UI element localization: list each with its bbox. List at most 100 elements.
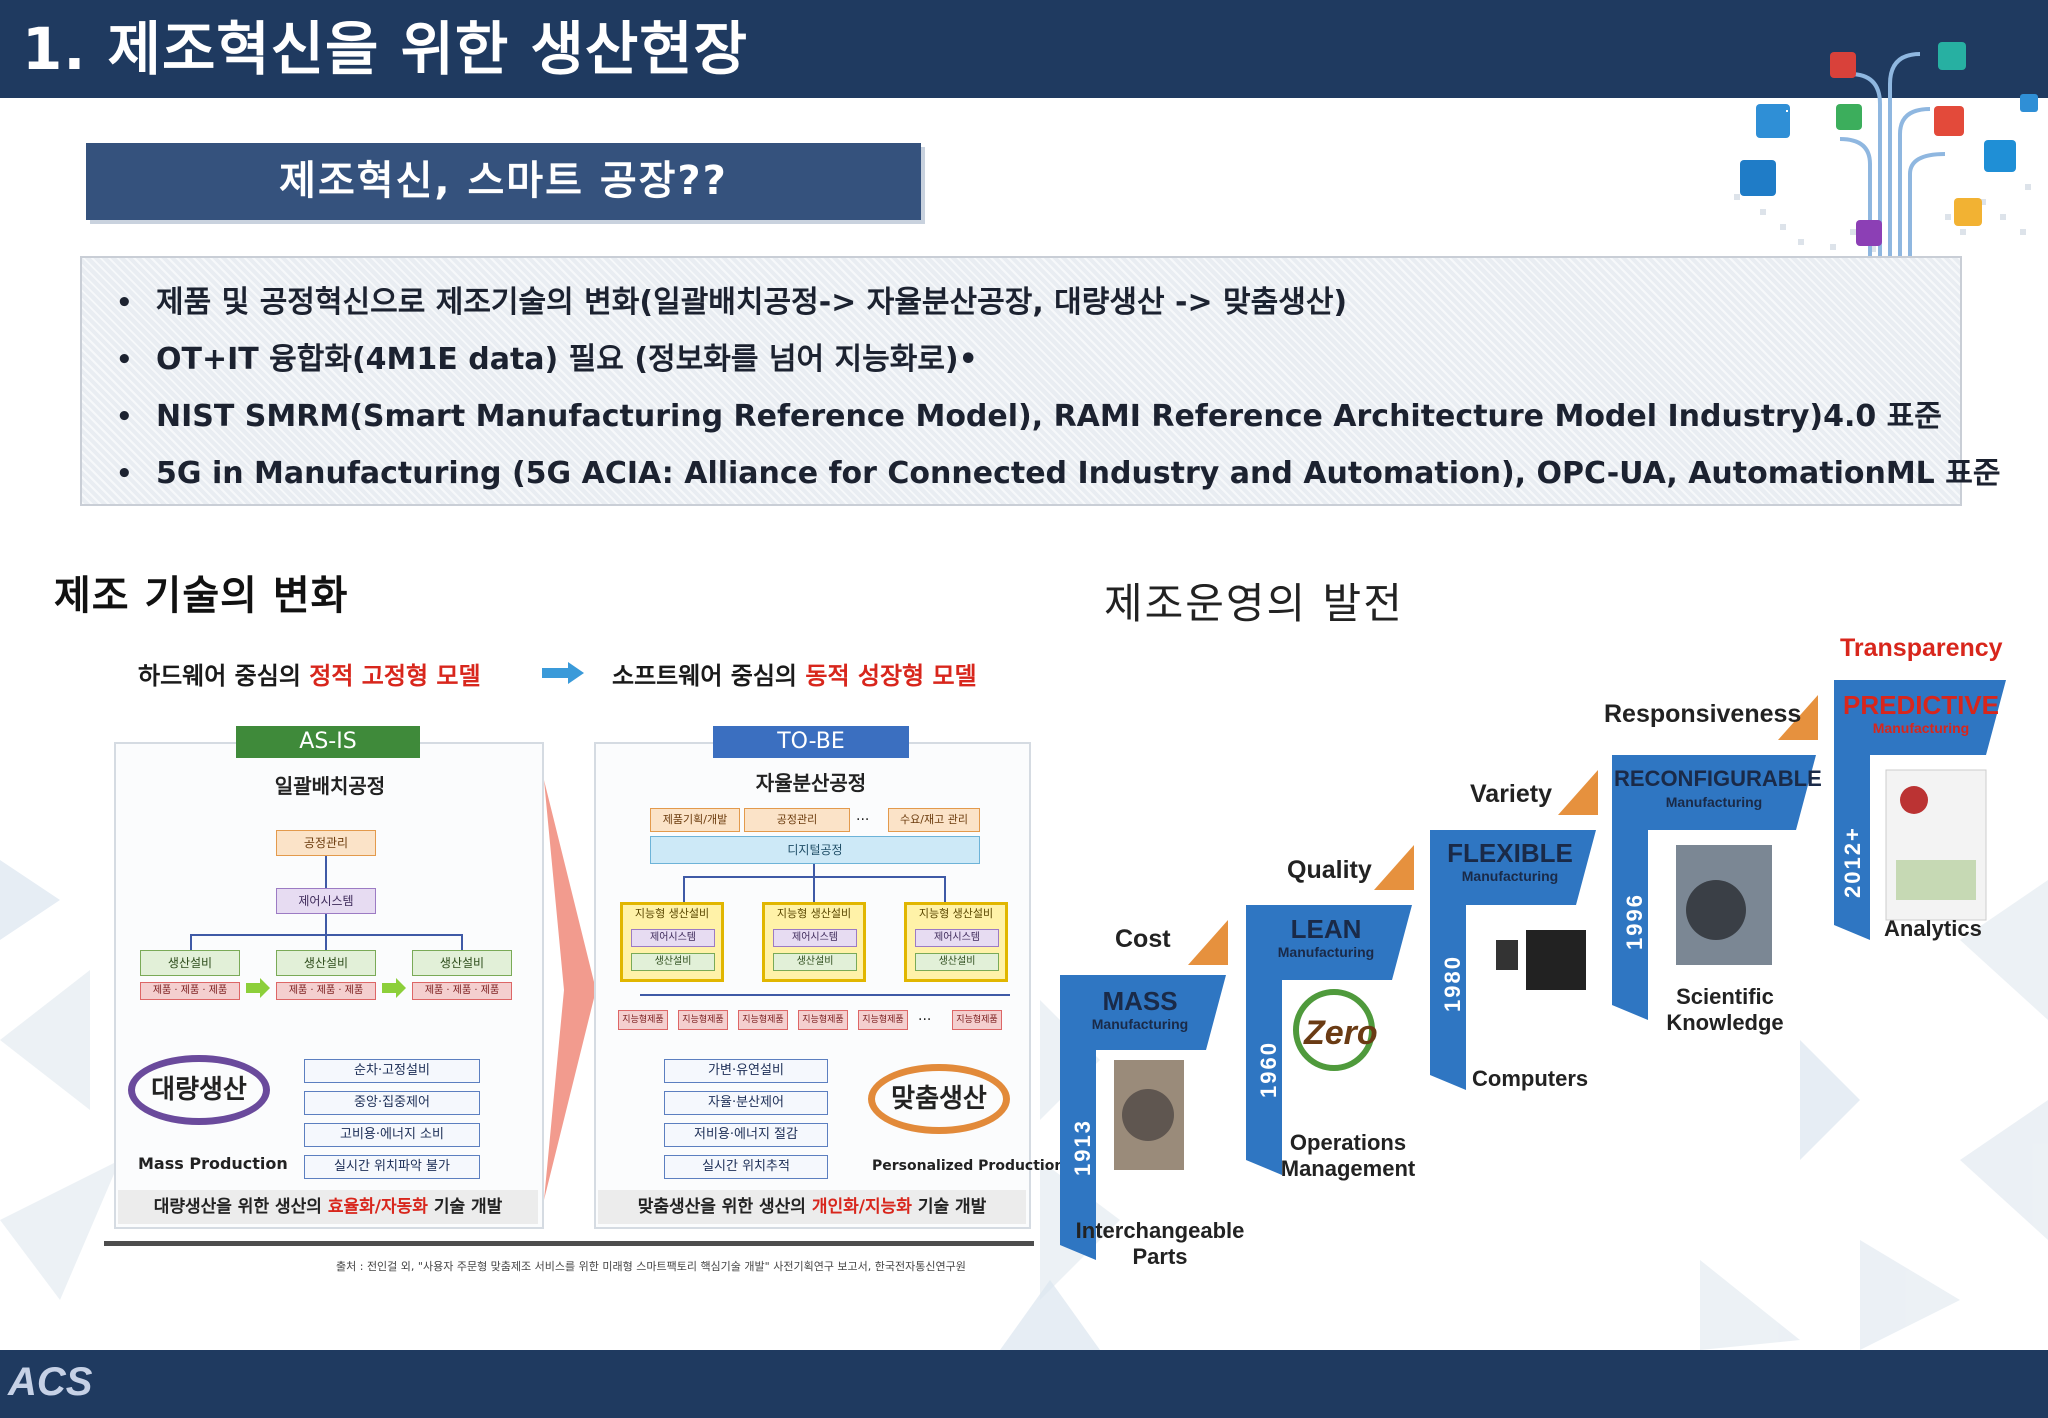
step-driver: Quality	[1287, 856, 1372, 884]
feature-item: 실시간 위치파악 불가	[304, 1155, 480, 1179]
digital-process-bar: 디지털공정	[650, 836, 980, 864]
software-model-headline: 소프트웨어 중심의 동적 성장형 모델	[612, 656, 977, 691]
smart-equipment-unit: 지능형 생산설비 제어시스템 생산설비	[620, 902, 724, 982]
headline-highlight: 정적 고정형 모델	[309, 662, 481, 690]
zero-waste-image	[1293, 989, 1375, 1071]
chat-icon	[1938, 42, 1966, 70]
flow-arrow-icon	[382, 978, 406, 998]
step-title: PREDICTIVE	[1842, 690, 2000, 720]
zero-waste-badge: Zero	[1304, 1014, 1378, 1052]
smart-product-box: 지능형제품	[618, 1010, 668, 1030]
bullet-marker: •	[116, 402, 133, 432]
top-function-box: 수요/재고 관리	[888, 808, 980, 832]
product-row: 제품 · 제품 · 제품	[140, 982, 240, 1000]
mass-production-ellipse: 대량생산	[128, 1055, 270, 1125]
subtitle-text: 제조혁신, 스마트 공장??	[279, 158, 728, 204]
step-year: 1980	[1440, 955, 1465, 1012]
distributed-process-label: 자율분산공정	[755, 771, 867, 795]
bullet-item: • OT+IT 융합화(4M1E data) 필요 (정보화를 넘어 지능화로)…	[116, 335, 1946, 385]
equipment-box: 생산설비	[140, 950, 240, 976]
step-year: 1960	[1256, 1041, 1281, 1098]
app-icon-tree-graphic	[1734, 42, 2038, 264]
bullet-text: 5G in Manufacturing (5G ACIA: Alliance f…	[156, 456, 2001, 491]
right-arrow-icon	[542, 662, 584, 684]
equipment-box: 생산설비	[276, 950, 376, 976]
step-driver: Responsiveness	[1604, 700, 1802, 728]
step-driver: Variety	[1470, 780, 1553, 808]
flow-arrow-icon	[246, 978, 270, 998]
step-year: 2012+	[1840, 826, 1865, 898]
bullet-text: 제품 및 공정혁신으로 제조기술의 변화(일괄배치공정-> 자율분산공장, 대량…	[156, 285, 1348, 320]
step-subtitle: Manufacturing	[1461, 868, 1559, 884]
video-icon	[1984, 140, 2016, 172]
manufacturing-tech-change-title: 제조 기술의 변화	[54, 573, 349, 619]
bullet-marker: •	[116, 288, 133, 318]
bullet-marker: •	[116, 345, 133, 375]
equipment-box: 생산설비	[412, 950, 512, 976]
smart-product-box: 지능형제품	[678, 1010, 728, 1030]
step-driver: Cost	[1115, 925, 1171, 953]
step-year: 1913	[1070, 1119, 1095, 1176]
step-subtitle: Manufacturing	[1277, 944, 1375, 960]
feature-item: 저비용·에너지 절감	[664, 1123, 828, 1147]
feature-item: 순차·고정설비	[304, 1059, 480, 1083]
slide-title: 1. 제조혁신을 위한 생산현장	[22, 15, 748, 83]
step-label: Analytics	[1884, 916, 1982, 941]
bullet-text: OT+IT 융합화(4M1E data) 필요 (정보화를 넘어 지능화로)•	[156, 342, 978, 377]
feature-item: 중앙·집중제어	[304, 1091, 480, 1115]
subtitle-banner: 제조혁신, 스마트 공장??	[86, 143, 921, 220]
computer-image	[1496, 930, 1586, 990]
camera-icon	[1856, 220, 1882, 246]
acs-logo: ACS	[8, 1360, 93, 1404]
bullet-marker: •	[116, 459, 133, 489]
step-driver: Transparency	[1840, 634, 2003, 662]
process-management-box: 공정관리	[276, 830, 376, 856]
control-system-box: 제어시스템	[276, 888, 376, 914]
feature-item: 가변·유연설비	[664, 1059, 828, 1083]
ellipsis-text: ...	[856, 808, 870, 824]
bullet-item: • NIST SMRM(Smart Manufacturing Referenc…	[116, 392, 1946, 442]
title-bar	[0, 0, 2048, 98]
batch-process-label: 일괄배치공정	[274, 774, 386, 798]
as-is-tag: AS-IS	[236, 726, 420, 758]
step-subtitle: Manufacturing	[1091, 1016, 1189, 1032]
mail-icon	[1954, 198, 1982, 226]
document-icon	[1740, 160, 1776, 196]
step-subtitle: Manufacturing	[1872, 720, 1970, 736]
smart-product-box: 지능형제품	[858, 1010, 908, 1030]
smart-equipment-unit: 지능형 생산설비 제어시스템 생산설비	[762, 902, 866, 982]
machine-image	[1676, 845, 1772, 965]
tablet-icon	[1756, 104, 1790, 138]
smart-equipment-unit: 지능형 생산설비 제어시스템 생산설비	[904, 902, 1008, 982]
feature-item: 고비용·에너지 소비	[304, 1123, 480, 1147]
smart-product-box: 지능형제품	[798, 1010, 848, 1030]
ellipsis-text: ...	[918, 1008, 932, 1024]
leaf-icon	[1836, 104, 1862, 130]
source-citation: 출처 : 전인걸 외, "사용자 주문형 맞춤제조 서비스를 위한 미래형 스마…	[336, 1260, 966, 1273]
headline-highlight: 동적 성장형 모델	[805, 662, 977, 690]
step-subtitle: Manufacturing	[1665, 794, 1763, 810]
top-function-box: 공정관리	[744, 808, 850, 832]
headline-text: 소프트웨어 중심의	[612, 662, 806, 690]
step-year: 1996	[1622, 893, 1647, 950]
clock-icon	[1934, 106, 1964, 136]
analytics-image	[1885, 769, 1987, 921]
manufacturing-ops-evolution-title: 제조운영의 발전	[1104, 579, 1404, 628]
mass-production-caption: Mass Production	[138, 1154, 288, 1173]
top-function-box: 제품기획/개발	[650, 808, 740, 832]
custom-production-ellipse: 맞춤생산	[868, 1064, 1010, 1134]
step-title: MASS	[1102, 986, 1178, 1016]
bullet-panel: • 제품 및 공정혁신으로 제조기술의 변화(일괄배치공정-> 자율분산공장, …	[80, 256, 2000, 506]
step-title: FLEXIBLE	[1447, 838, 1573, 868]
speaker-icon	[2020, 94, 2038, 112]
product-row: 제품 · 제품 · 제품	[276, 982, 376, 1000]
bullet-text: NIST SMRM(Smart Manufacturing Reference …	[156, 399, 1942, 434]
hardware-model-headline: 하드웨어 중심의 정적 고정형 모델	[138, 656, 481, 691]
to-be-tag: TO-BE	[713, 726, 909, 758]
smart-product-box: 지능형제품	[738, 1010, 788, 1030]
background-pattern	[0, 860, 2048, 1350]
to-be-summary: 맞춤생산을 위한 생산의 개인화/지능화 기술 개발	[598, 1190, 1026, 1224]
bullet-item: • 제품 및 공정혁신으로 제조기술의 변화(일괄배치공정-> 자율분산공장, …	[116, 278, 1946, 328]
